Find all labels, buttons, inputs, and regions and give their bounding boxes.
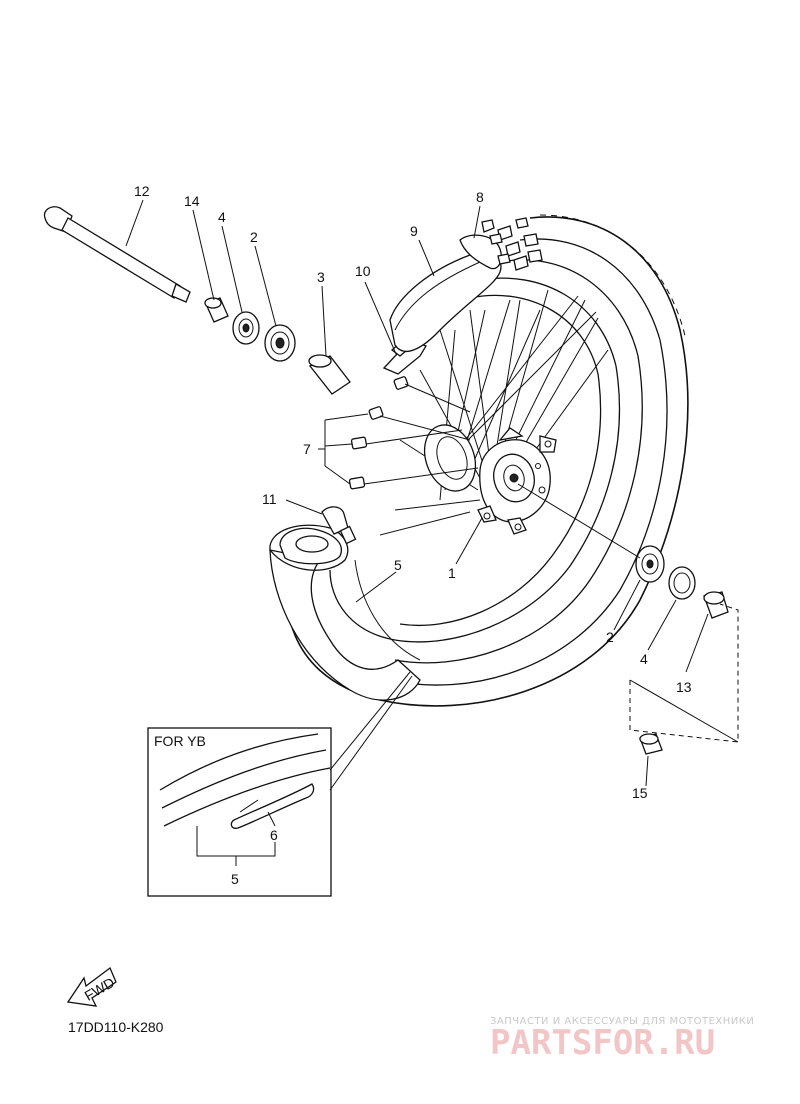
callout-13: 13 (676, 679, 692, 695)
callout-labels: 12 14 4 2 3 10 9 8 7 11 5 1 2 4 13 15 6 … (134, 183, 692, 887)
watermark: ЗАПЧАСТИ И АКСЕССУАРЫ ДЛЯ МОТОТЕХНИКИ PA… (490, 1016, 754, 1063)
callout-9: 9 (410, 223, 418, 239)
callout-2-left: 2 (250, 229, 258, 245)
axle (43, 206, 191, 303)
callout-4-right: 4 (640, 651, 648, 667)
right-bearing (635, 545, 665, 583)
right-collar (703, 591, 729, 619)
watermark-brand: PARTSFOR.RU (490, 1023, 715, 1063)
watermark-tagline: ЗАПЧАСТИ И АКСЕССУАРЫ ДЛЯ МОТОТЕХНИКИ (490, 1016, 754, 1027)
callout-11: 11 (262, 491, 277, 507)
spacer (308, 354, 351, 395)
collar-alt (639, 733, 663, 755)
callout-12: 12 (134, 183, 150, 199)
tread-blocks (481, 217, 543, 271)
rim (329, 277, 621, 643)
fwd-arrow: FWD (66, 966, 117, 1007)
callout-3: 3 (317, 269, 325, 285)
spokes (379, 289, 609, 536)
callout-2-right: 2 (606, 629, 614, 645)
inset-title: FOR YB (154, 733, 206, 749)
callout-8: 8 (476, 189, 484, 205)
left-bearing (264, 324, 296, 362)
right-oil-seal (668, 566, 696, 600)
left-oil-seal (232, 311, 260, 345)
callout-4-left: 4 (218, 209, 226, 225)
rim-lock (279, 506, 357, 565)
callout-1: 1 (448, 565, 456, 581)
callout-14: 14 (184, 193, 200, 209)
spoke-nipples (348, 376, 479, 490)
callout-7: 7 (303, 441, 311, 457)
tire-section (389, 234, 502, 352)
callout-10: 10 (355, 263, 371, 279)
callout-15: 15 (632, 785, 648, 801)
inset-for-yb: FOR YB (147, 727, 332, 897)
leader-lines (125, 199, 739, 791)
hub (423, 424, 557, 535)
left-collar (204, 297, 229, 323)
callout-5: 5 (394, 557, 402, 573)
diagram-code: 17DD110-K280 (68, 1019, 164, 1035)
callout-5-inset: 5 (231, 871, 239, 887)
callout-6: 6 (270, 827, 278, 843)
